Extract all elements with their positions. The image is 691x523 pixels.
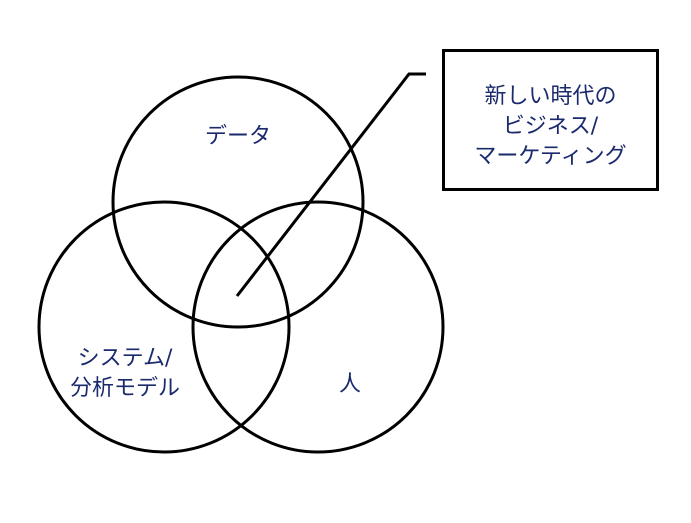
circle-data xyxy=(111,75,365,329)
label-data: データ xyxy=(183,122,293,152)
callout-line-1: 新しい時代の xyxy=(484,84,617,109)
callout-leader-line xyxy=(235,72,426,297)
circle-people xyxy=(191,200,445,454)
callout-box: 新しい時代の ビジネス/ マーケティング xyxy=(442,49,659,191)
label-system-line-1: システム/ xyxy=(77,346,173,371)
callout-line-2: ビジネス/ xyxy=(502,114,599,139)
label-people: 人 xyxy=(320,370,380,400)
label-data-line: データ xyxy=(204,124,271,149)
callout-line-3: マーケティング xyxy=(474,144,627,169)
label-people-line: 人 xyxy=(338,372,361,397)
circle-system xyxy=(37,200,291,454)
label-system: システム/ 分析モデル xyxy=(50,344,200,404)
label-system-line-2: 分析モデル xyxy=(69,376,180,401)
